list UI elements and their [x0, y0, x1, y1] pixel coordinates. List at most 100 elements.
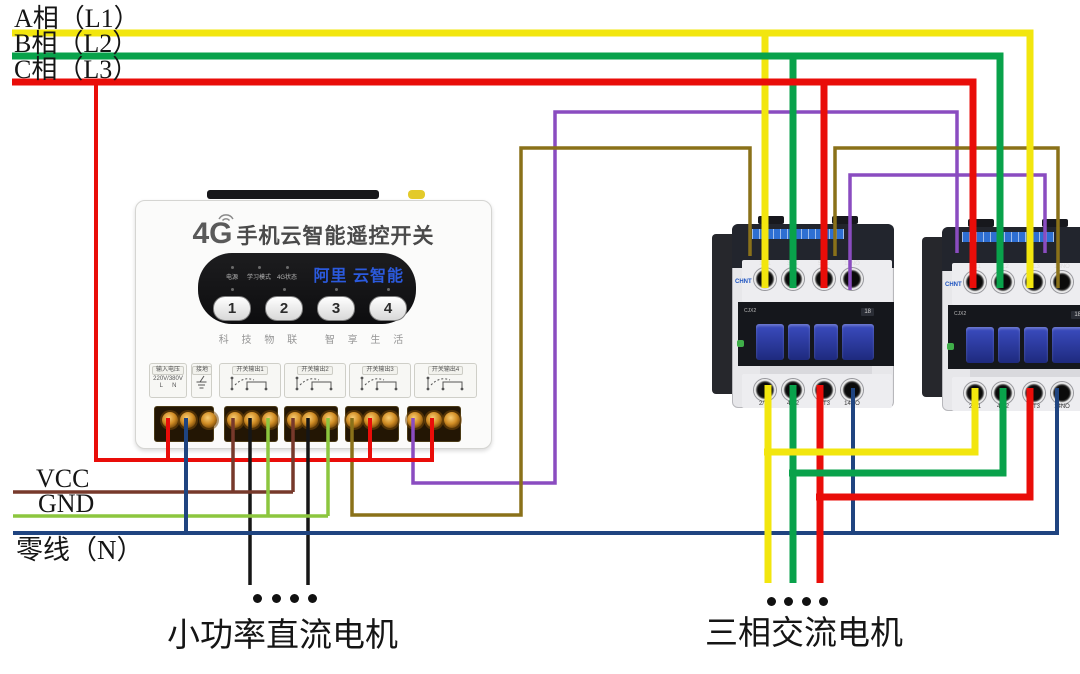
bottom-terminal-label: 14NO [1054, 404, 1070, 410]
terminal-l-label: L [159, 383, 163, 389]
channel-3-led [334, 288, 338, 291]
device-antenna-strip [207, 190, 379, 199]
output1-terminal-block [224, 406, 278, 442]
relay-symbol-icon [415, 375, 476, 397]
top-terminal-label: 3/L2 [787, 261, 799, 267]
output4-screw-3 [444, 412, 460, 428]
dc-motor-continuation-dots [271, 593, 281, 603]
top-terminal-label: 5/L3 [818, 261, 830, 267]
bottom-terminal-label: 4/T2 [786, 401, 800, 407]
device-title-text: 手机云智能遥控开关 [236, 225, 435, 248]
bottom-terminal-2/T1 [964, 382, 986, 404]
contactor-model-text: CJX2 [954, 311, 967, 317]
dc-motor-continuation-dots [307, 593, 317, 603]
output4-terminal-block [407, 406, 461, 442]
device-title: 4G 手机云智能遥控开关 [136, 214, 491, 251]
output3-terminal-block [345, 406, 399, 442]
learn-mode-label: 学习模式 [246, 275, 272, 281]
switch-output-1-group: 开关输出1 [219, 363, 281, 398]
channel-4-led [386, 288, 390, 291]
ac-motor-label: 三相交流电机 [705, 616, 903, 652]
contact-window [966, 327, 994, 363]
contact-window [842, 324, 874, 360]
bottom-terminal-6/T3 [813, 379, 835, 401]
contact-window [788, 324, 810, 360]
switch-output-3-group: 开关输出3 [349, 363, 411, 398]
dc-motor-label: 小功率直流电机 [167, 618, 398, 654]
chnt-logo: CHNT [735, 279, 752, 285]
channel-button-4: 4 [369, 296, 407, 321]
input-voltage-title: 输入电压 [151, 366, 184, 375]
top-terminal-label: 13NO [1054, 264, 1070, 270]
top-terminal-label: 13NO [844, 261, 860, 267]
output4-screw-2 [426, 412, 442, 428]
contact-window [1052, 327, 1080, 363]
device-antenna-button [408, 190, 425, 199]
switch-output-2-group: 开关输出2 [284, 363, 346, 398]
phase-a-label: A相（L1） [14, 4, 140, 33]
contact-window [756, 324, 784, 360]
switch-output-2-title: 开关输出2 [297, 366, 333, 375]
bottom-terminal-14NO [1051, 382, 1073, 404]
bottom-terminal-2/T1 [754, 379, 776, 401]
bottom-terminal-4/T2 [992, 382, 1014, 404]
top-terminal-label: 1/L1 [969, 264, 981, 270]
output1-screw-2 [244, 412, 260, 428]
ac-motor-continuation-dots [801, 596, 811, 606]
switch-output-3-title: 开关输出3 [362, 366, 398, 375]
relay-symbol-icon [350, 375, 410, 397]
input-voltage-value: 220V/380V [153, 376, 183, 382]
dc-motor-continuation-dots [252, 593, 262, 603]
ground-title: 接地 [192, 366, 213, 375]
neutral-label: 零线（N） [16, 535, 144, 565]
channel-button-3: 3 [317, 296, 355, 321]
switch-output-4-title: 开关输出4 [427, 366, 464, 375]
output4-screw-1 [407, 412, 423, 428]
device-title-4g: 4G [192, 214, 234, 251]
output3-screw-1 [346, 412, 362, 428]
channel-1-led [230, 288, 234, 291]
top-terminal-label: 1/L1 [759, 261, 771, 267]
bottom-terminal-6/T3 [1023, 382, 1045, 404]
ac-motor-continuation-dots [783, 596, 793, 606]
top-terminal-label: 5/L3 [1028, 264, 1040, 270]
switch-output-1-title: 开关输出1 [232, 366, 268, 375]
output1-screw-1 [227, 412, 243, 428]
earth-ground-icon [196, 375, 207, 389]
panel-brand-text: 阿里 云智能 [313, 268, 404, 285]
output3-screw-3 [382, 412, 398, 428]
4g-status-label: 4G状态 [276, 275, 298, 281]
input-screw-2 [180, 412, 196, 428]
phase-c-label: C相（L3） [14, 55, 139, 84]
mounting-tab [1042, 219, 1068, 227]
top-terminal-1/L1 [964, 271, 986, 293]
chint-green-mark [947, 343, 954, 350]
4g-status-led [285, 266, 289, 269]
channel-button-2: 2 [265, 296, 303, 321]
bottom-terminal-label: 4/T2 [996, 404, 1010, 410]
aux-contact-label: 18 [1071, 311, 1080, 319]
output3-screw-2 [364, 412, 380, 428]
relay-symbol-icon [220, 375, 280, 397]
top-terminal-label: 3/L2 [997, 264, 1009, 270]
channel-button-1: 1 [213, 296, 251, 321]
aux-contact-label: 18 [861, 308, 874, 316]
top-terminal-3/L2 [782, 268, 804, 290]
input-screw-3 [201, 412, 217, 428]
contactor-model-text: CJX2 [744, 308, 757, 314]
switch-output-4-group: 开关输出4 [414, 363, 477, 398]
input-terminal-block [154, 406, 217, 442]
learn-mode-led [257, 266, 261, 269]
output1-screw-3 [262, 412, 278, 428]
device-slogan: 科 技 物 联 智 享 生 活 [218, 335, 409, 346]
input-screw-1 [162, 412, 178, 428]
bottom-terminal-label: 2/T1 [758, 401, 772, 407]
dc-motor-continuation-dots [289, 593, 299, 603]
ac-motor-continuation-dots [818, 596, 828, 606]
contact-window [1024, 327, 1048, 363]
bottom-terminal-label: 6/T3 [1027, 404, 1041, 410]
top-terminal-13NO [841, 268, 863, 290]
